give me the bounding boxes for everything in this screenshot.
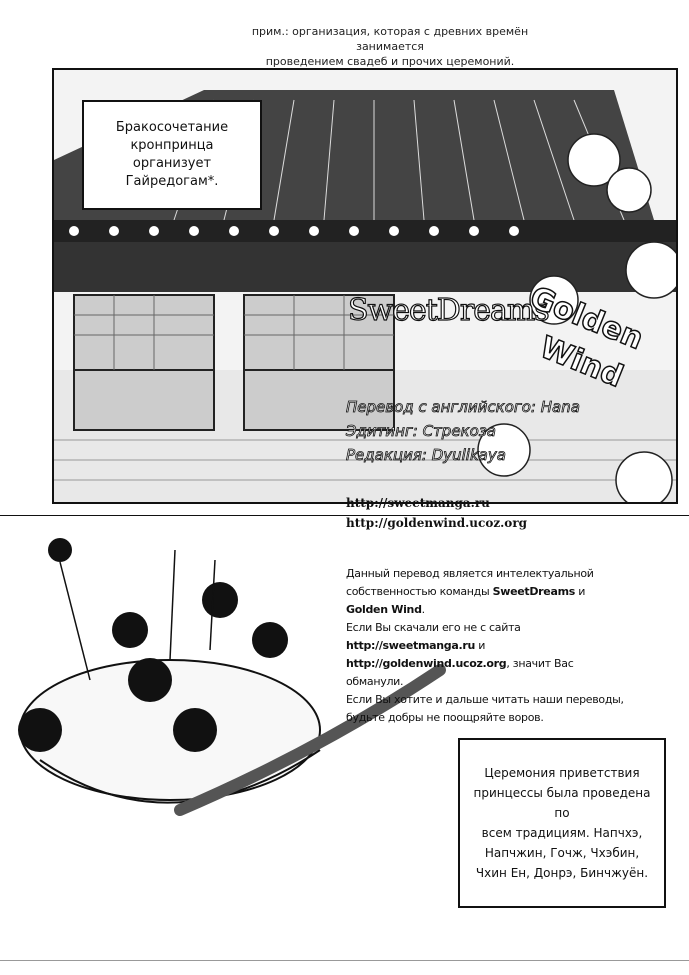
page-footer-line [0,960,689,961]
url-goldenwind[interactable]: http://goldenwind.ucoz.org [346,516,528,530]
copyright-paragraph-2: Если Вы скачали его не с сайта http://sw… [346,621,574,688]
top-panel: Бракосочетание кронпринца организует Гай… [52,68,678,504]
bottom-caption-line-5: Чхин Ен, Донрэ, Бинчжуён. [475,866,649,880]
bottom-caption-line-4: Напчжин, Гочж, Чхэбин, [484,846,640,860]
palace-wall-illustration [54,370,676,502]
caption-line-1: Бракосочетание [115,120,229,135]
bottom-caption-line-2: принцессы была проведена по [473,786,651,820]
bottom-caption-line-3: всем традициям. Напчхэ, [481,826,643,840]
copyright-notice: Данный перевод является интелектуальной … [346,565,626,727]
caption-line-3: Гайредогам*. [125,174,219,189]
team-goldenwind: Golden Wind [346,603,422,616]
caption-line-2: кронпринца организует [130,138,214,171]
translator-note-line-2: проведением свадеб и прочих церемоний. [265,55,515,68]
credit-redaction: Редакция: Dyulikaya [346,446,507,465]
bottom-caption-panel: Церемония приветствия принцессы была про… [458,738,666,908]
dessert-cake-illustration [18,538,446,816]
copyright-paragraph-3: Если Вы хотите и дальше читать наши пере… [346,693,624,724]
credit-editing: Эдитинг: Стрекоза [346,422,497,441]
copyright-url-goldenwind[interactable]: http://goldenwind.ucoz.org [346,657,507,670]
copyright-url-sweetmanga[interactable]: http://sweetmanga.ru [346,639,475,652]
sweetdreams-logo: SweetDreams [347,292,550,328]
credit-translation: Перевод с английского: Hana [346,398,581,417]
translator-note-line-1: прим.: организация, которая с древних вр… [251,25,529,53]
copyright-paragraph-1: Данный перевод является интелектуальной … [346,567,594,616]
team-sweetdreams: SweetDreams [492,585,576,598]
panel-divider [0,515,689,516]
url-sweetmanga[interactable]: http://sweetmanga.ru [346,496,490,510]
bottom-caption-line-1: Церемония приветствия [484,766,640,780]
narration-caption: Бракосочетание кронпринца организует Гай… [82,100,262,210]
translator-note: прим.: организация, которая с древних вр… [240,24,540,69]
